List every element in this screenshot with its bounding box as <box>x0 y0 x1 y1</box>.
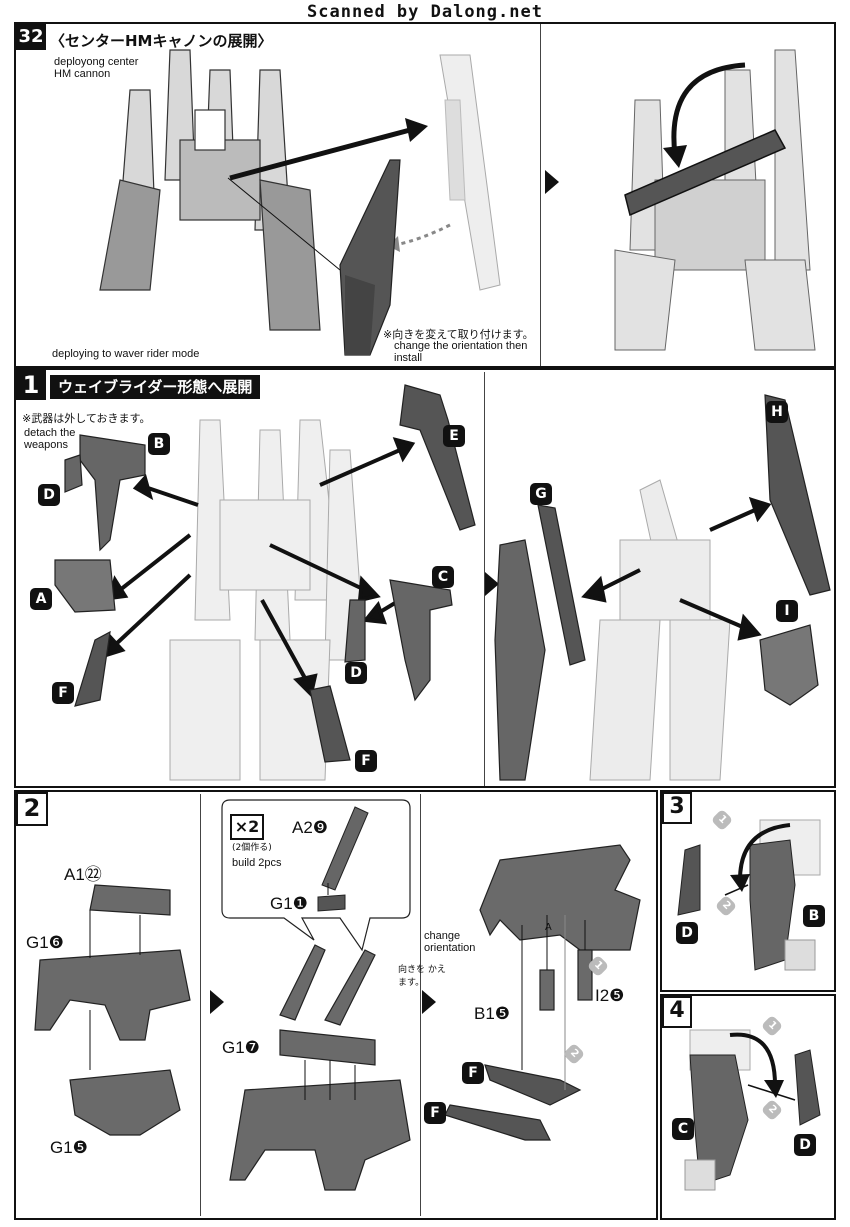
scan-watermark: Scanned by Dalong.net <box>0 2 850 22</box>
step4-panel <box>660 994 836 1220</box>
step1-left-robot <box>169 419 366 781</box>
step1-label-d-mid: D <box>345 662 367 684</box>
step2-arrow-1 <box>210 990 224 1014</box>
part-g1-6: G1❻ <box>26 933 64 952</box>
x2-callout-box <box>221 799 411 952</box>
step4-illustration <box>684 1029 821 1191</box>
step2-assembly-right <box>444 844 641 1141</box>
step1-next-arrow <box>485 572 499 596</box>
part-a2-9: A2❾ <box>292 818 329 837</box>
orient-jp-note: 向きを かえます。 <box>398 965 446 988</box>
step1-label-h: H <box>766 401 788 423</box>
step2-label-f-bottom: F <box>424 1102 446 1124</box>
step1-label-f-bottom: F <box>355 750 377 772</box>
step32-panel <box>14 22 836 368</box>
step1-left-arrows <box>103 437 416 698</box>
step1-jp-note: ※武器は外しておきます。 <box>22 412 151 425</box>
step1-label-f-left: F <box>52 682 74 704</box>
step1-label-c: C <box>432 566 454 588</box>
x2-parts <box>317 806 369 912</box>
step2-assembly-middle <box>229 944 411 1191</box>
step1-label-e: E <box>443 425 465 447</box>
step1-right-robot <box>589 479 731 781</box>
step1-label-i: I <box>776 600 798 622</box>
orient-en-note: change orientation <box>424 930 476 954</box>
x2-badge: ×2 <box>230 814 264 840</box>
step1-label-g: G <box>530 483 552 505</box>
step1-divider <box>484 372 485 786</box>
x2-en-note: build 2pcs <box>232 857 282 869</box>
step2-number: 2 <box>16 792 48 826</box>
step2-arrow-2 <box>422 990 436 1014</box>
step3-illustration <box>677 819 821 971</box>
step1-label-a: A <box>30 588 52 610</box>
cannon-faint-illustration <box>439 54 501 291</box>
step32-divider <box>540 24 541 366</box>
step32-note-en: deployong center HM cannon <box>54 56 139 80</box>
step1-title: ウェイブライダー形態へ展開 <box>50 375 261 399</box>
step32-robot-illustration <box>99 49 321 331</box>
step2-divider-a <box>200 794 201 1216</box>
step1-label-d-top: D <box>38 484 60 506</box>
step32-result-illustration <box>614 49 816 351</box>
step3-panel <box>660 790 836 992</box>
step3-label-b: B <box>803 905 825 927</box>
step32-jp-note: ※向きを変えて取り付けます。 <box>383 328 534 341</box>
step1-panel <box>14 368 836 788</box>
step4-label-d: D <box>794 1134 816 1156</box>
x2-jp-note: (2個作る) <box>232 843 272 853</box>
part-g1-1: G1❶ <box>270 894 308 913</box>
part-g1-7: G1❼ <box>222 1038 260 1057</box>
step32-number: 32 <box>16 24 46 50</box>
step1-right-arrows <box>581 496 772 641</box>
part-g1-5: G1❺ <box>50 1138 88 1157</box>
step2-label-f-top: F <box>462 1062 484 1084</box>
step2-assembly-left <box>34 884 191 1136</box>
step32-bottom-note: deploying to waver rider mode <box>52 348 200 360</box>
step4-label-c: C <box>672 1118 694 1140</box>
part-b1-5: B1❺ <box>474 1004 511 1023</box>
step2-divider-b <box>420 794 421 1216</box>
step32-en-note: change the orientation then install <box>394 340 528 364</box>
step2-panel <box>14 790 658 1220</box>
part-i2-5: I2❺ <box>595 986 625 1005</box>
step3-number: 3 <box>662 792 692 824</box>
step1-number: 1 <box>16 370 46 400</box>
step2-a-mark: A <box>545 922 552 933</box>
cannon-dark-illustration <box>339 159 401 356</box>
step1-en-note: detach the weapons <box>24 427 76 451</box>
step1-parts-right <box>494 394 831 781</box>
step32-title: 〈センターHMキャノンの展開〉 <box>50 32 273 50</box>
step3-label-d: D <box>676 922 698 944</box>
step32-next-arrow <box>545 170 559 194</box>
part-a1-22: A1㉒ <box>64 865 102 884</box>
step1-parts-left <box>54 384 476 763</box>
step4-number: 4 <box>662 996 692 1028</box>
step1-label-b: B <box>148 433 170 455</box>
